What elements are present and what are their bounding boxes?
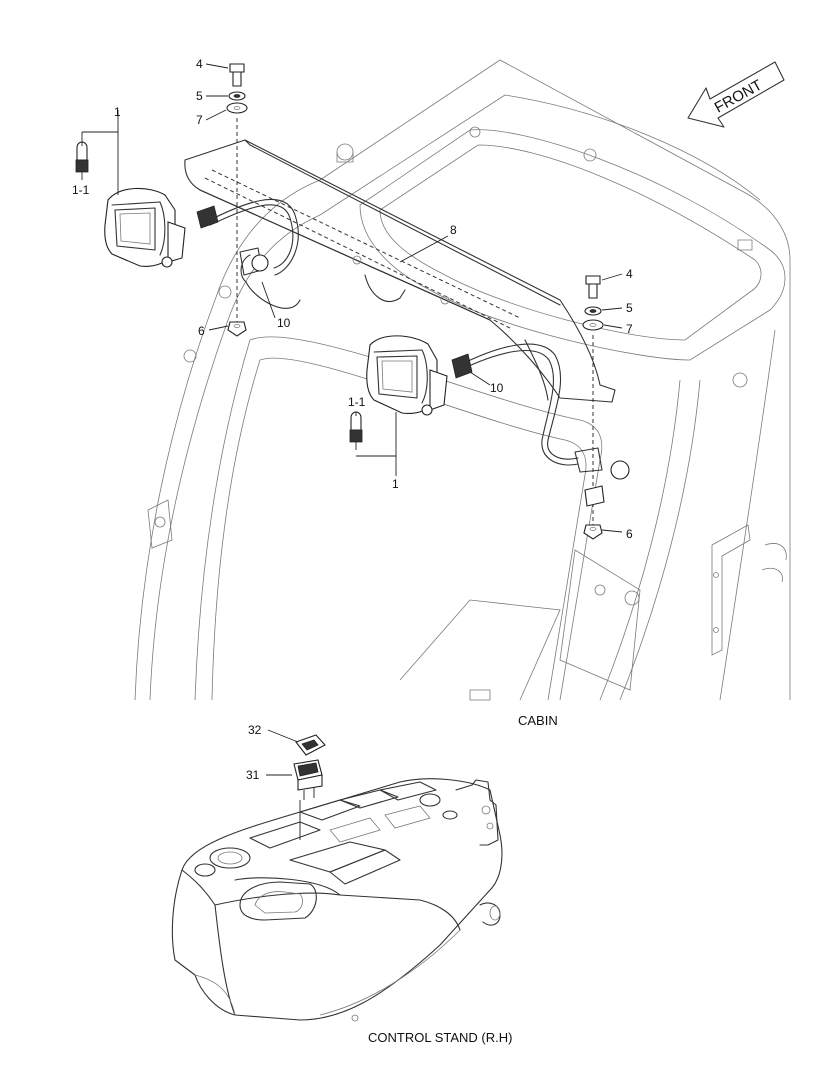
front-arrow-icon: FRONT <box>687 61 785 128</box>
bolt-axis-lines <box>236 118 594 525</box>
label-flat-washer-right: 7 <box>626 322 633 336</box>
rocker-switch <box>293 759 323 840</box>
label-bulb-right: 1-1 <box>348 395 366 409</box>
label-lamp-right: 1 <box>392 477 399 491</box>
bulb-left <box>75 141 89 180</box>
work-lamp-left <box>104 187 186 268</box>
work-lamp-right <box>366 335 448 416</box>
label-bulb-left: 1-1 <box>72 183 90 197</box>
label-harness-right: 10 <box>490 381 504 395</box>
nut-left <box>227 321 247 337</box>
label-nut-right: 6 <box>626 527 633 541</box>
switch-cover <box>295 734 326 756</box>
caption-control-stand: CONTROL STAND (R.H) <box>368 1030 512 1045</box>
harness-right <box>451 343 630 480</box>
part-labels: 4 5 7 1 1-1 8 6 10 4 5 7 10 1-1 1 6 32 3… <box>72 57 633 782</box>
harness-left <box>196 198 301 309</box>
nut-right <box>583 524 603 540</box>
cab-mount-plate-right <box>584 485 605 507</box>
bulb-right <box>349 411 363 450</box>
lamp-bracket <box>184 139 616 403</box>
label-switch: 31 <box>246 768 260 782</box>
flat-washer-right <box>582 319 604 331</box>
leader-lines <box>81 63 623 776</box>
label-bolt-top: 4 <box>196 57 203 71</box>
label-lamp-left: 1 <box>114 105 121 119</box>
spring-washer-right <box>584 306 602 316</box>
label-nut-left: 6 <box>198 324 205 338</box>
label-spring-washer-right: 5 <box>626 301 633 315</box>
caption-cabin: CABIN <box>518 713 558 728</box>
bolt-right <box>585 275 601 299</box>
label-switch-cover: 32 <box>248 723 262 737</box>
label-spring-washer-top: 5 <box>196 89 203 103</box>
spring-washer-top-left <box>228 91 246 101</box>
label-bracket: 8 <box>450 223 457 237</box>
bolt-top-left <box>229 63 245 87</box>
cabin-frame <box>134 59 791 701</box>
label-bolt-right: 4 <box>626 267 633 281</box>
control-stand <box>171 778 503 1022</box>
flat-washer-top-left <box>226 102 248 114</box>
label-flat-washer-top: 7 <box>196 113 203 127</box>
label-harness-left: 10 <box>277 316 291 330</box>
